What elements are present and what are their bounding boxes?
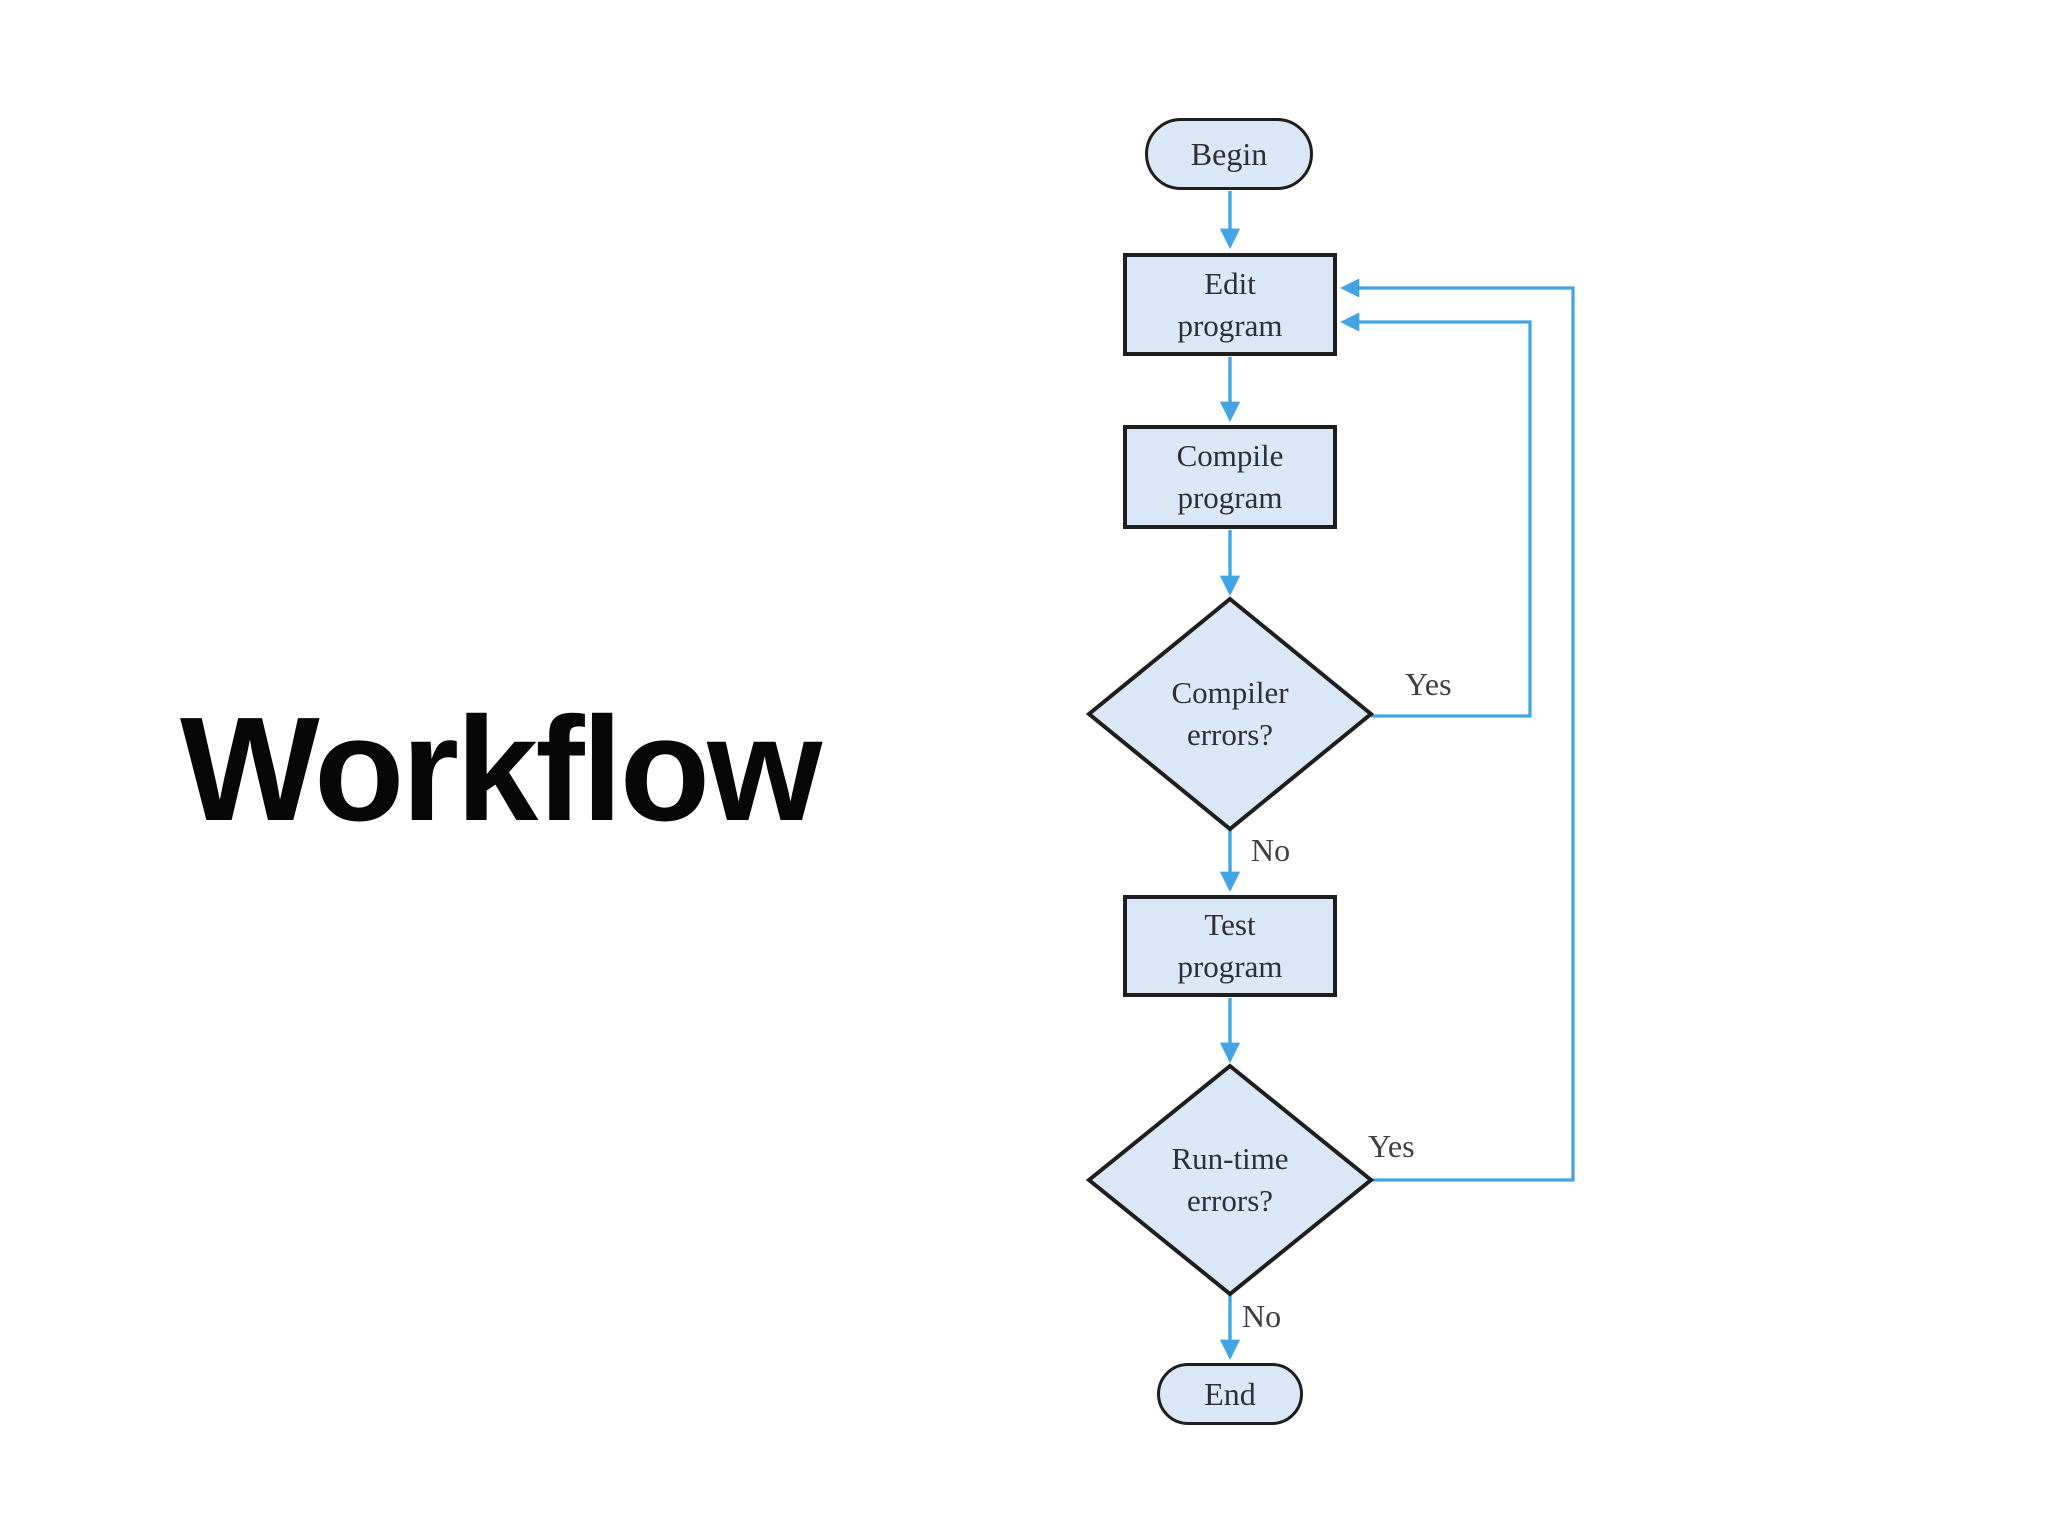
decision-runtime-errors-shape [1085,1063,1375,1297]
decision-label-runtime-errors: Run-time errors? [1171,1141,1289,1218]
flow-node-test-program: Test program [1123,895,1337,997]
node-label-begin: Begin [1190,136,1268,172]
decision-compiler-errors-shape [1085,596,1375,832]
edge-label-no-compiler: No [1251,832,1291,868]
flow-node-end: End [1157,1363,1303,1425]
node-label-end: End [1204,1376,1256,1412]
flow-node-begin: Begin [1145,118,1313,190]
edge-label-no-runtime: No [1242,1298,1282,1334]
edge-compiler-errors-yes-loop [1340,312,1532,718]
edge-label-yes-compiler: Yes [1405,666,1452,702]
flow-node-compile-program: Compile program [1123,425,1337,529]
edge-runtime-errors-yes-loop [1340,278,1575,1182]
node-label-edit-program: Edit program [1177,265,1283,343]
flow-node-edit-program: Edit program [1123,253,1337,356]
node-label-test-program: Test program [1177,907,1283,984]
page-title: Workflow [180,687,822,852]
node-label-compile-program: Compile program [1176,438,1284,515]
decision-label-compiler-errors: Compiler errors? [1171,675,1289,752]
edge-label-yes-runtime: Yes [1368,1128,1415,1164]
